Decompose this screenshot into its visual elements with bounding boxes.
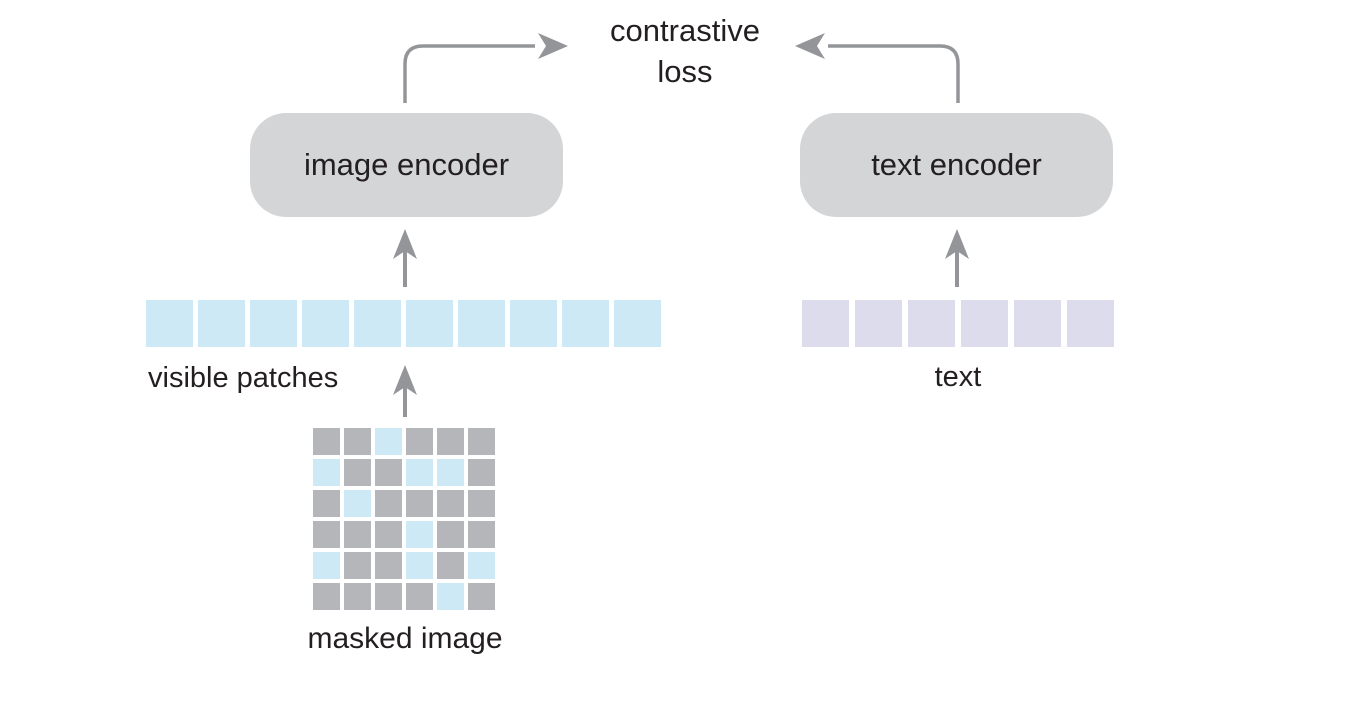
visible-patch-cell [437,459,464,486]
masked-patch-cell [313,521,340,548]
masked-image-label: masked image [307,622,503,655]
image-patch [146,300,193,347]
text-token [802,300,849,347]
masked-patch-cell [375,490,402,517]
visible-patches-label: visible patches [148,362,339,394]
text-token [1014,300,1061,347]
contrastive-loss-line2: loss [657,54,713,89]
image-patch [354,300,401,347]
visible-patch-cell [344,490,371,517]
contrastive-loss-label: contrastive loss [560,10,810,92]
visible-patches-row [146,300,661,347]
visible-patch-cell [437,583,464,610]
masked-patch-cell [406,490,433,517]
masked-patch-cell [375,459,402,486]
image-encoder-label: image encoder [303,147,510,182]
masked-patch-cell [437,428,464,455]
masked-patch-cell [468,521,495,548]
text-token-row [802,300,1114,347]
text-token [961,300,1008,347]
masked-patch-cell [313,583,340,610]
masked-patch-cell [375,521,402,548]
visible-patch-cell [406,459,433,486]
masked-patch-cell [375,552,402,579]
image-patch [250,300,297,347]
masked-patch-cell [344,428,371,455]
masked-patch-cell [344,521,371,548]
text-token [855,300,902,347]
image-encoder-to-loss-arrow [403,33,568,103]
tokens-to-text-encoder-arrow [945,229,969,287]
text-encoder-box: text encoder [800,113,1113,217]
masked-patch-cell [437,552,464,579]
masked-patch-cell [468,583,495,610]
masked-patch-cell [468,490,495,517]
visible-patch-cell [468,552,495,579]
text-token [1067,300,1114,347]
masked-image-grid [313,428,495,610]
masked-patch-cell [468,459,495,486]
masked-patch-cell [437,490,464,517]
masked-patch-cell [344,552,371,579]
masked-patch-cell [406,428,433,455]
image-patch [614,300,661,347]
visible-patch-cell [406,552,433,579]
visible-patch-cell [313,552,340,579]
visible-patch-cell [313,459,340,486]
masked-patch-cell [344,459,371,486]
image-patch [458,300,505,347]
text-encoder-to-loss-arrow [795,33,960,103]
masked-patch-cell [406,583,433,610]
masked-patch-cell [437,521,464,548]
image-patch [510,300,557,347]
masked-patch-cell [313,490,340,517]
text-encoder-label: text encoder [871,147,1042,182]
masked-patch-cell [313,428,340,455]
image-patch [302,300,349,347]
image-patch [406,300,453,347]
masked-image-to-patches-arrow [393,365,417,417]
masked-patch-cell [468,428,495,455]
visible-patch-cell [406,521,433,548]
image-patch [562,300,609,347]
visible-patch-cell [375,428,402,455]
contrastive-loss-line1: contrastive [610,13,760,48]
image-encoder-box: image encoder [250,113,563,217]
image-patch [198,300,245,347]
text-label: text [934,361,982,393]
text-token [908,300,955,347]
masked-patch-cell [344,583,371,610]
masked-patch-cell [375,583,402,610]
patches-to-image-encoder-arrow [393,229,417,287]
